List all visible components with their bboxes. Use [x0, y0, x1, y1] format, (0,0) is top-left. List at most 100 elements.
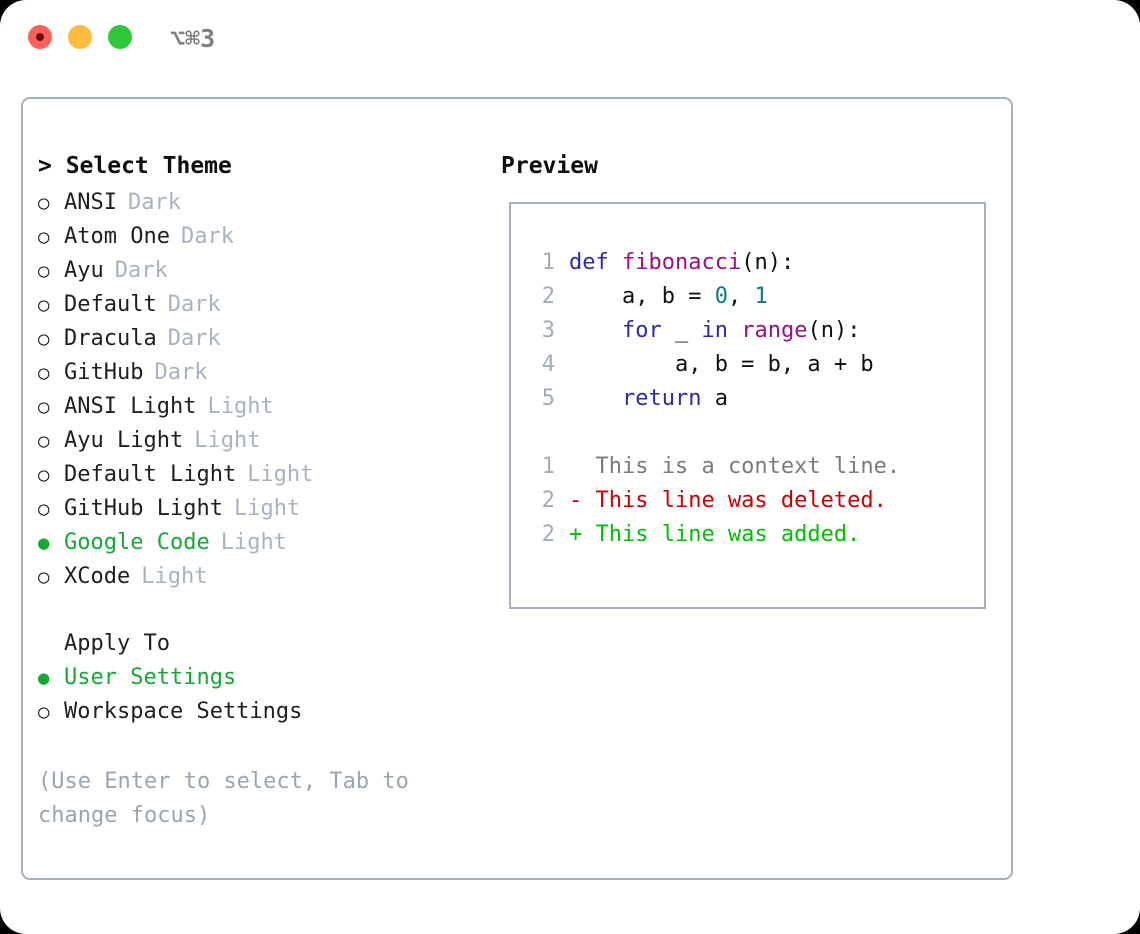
theme-variant-badge: Light [233, 496, 301, 521]
diff-line: 2+ This line was added. [523, 518, 900, 552]
main-panel [21, 97, 1013, 880]
apply-to-item[interactable]: ○Workspace Settings [38, 695, 488, 729]
radio-unselected-icon[interactable]: ○ [38, 226, 50, 248]
code-token-plain: a, b = [569, 284, 715, 309]
theme-list-item[interactable]: ○ Atom One Dark [38, 220, 488, 254]
theme-variant-badge: Dark [167, 292, 221, 317]
code-line-text: for _ in range(n): [569, 314, 860, 348]
line-number: 2 [541, 522, 555, 547]
theme-name-label: ANSI Light [64, 394, 197, 419]
radio-selected-icon[interactable]: ● [38, 532, 50, 554]
radio-unselected-icon[interactable]: ○ [38, 192, 50, 214]
line-number: 3 [541, 318, 555, 343]
minimize-window-button[interactable] [68, 25, 92, 49]
radio-unselected-icon[interactable]: ○ [38, 430, 50, 452]
radio-unselected-icon[interactable]: ○ [38, 566, 50, 588]
maximize-window-button[interactable] [108, 25, 132, 49]
code-line-text: return a [569, 382, 728, 416]
theme-list-item[interactable]: ○ Ayu Light Light [38, 424, 488, 458]
theme-list-item[interactable]: ○ ANSI Dark [38, 186, 488, 220]
code-token-num: 0 [714, 284, 728, 309]
theme-list-item[interactable]: ○ GitHub Dark [38, 356, 488, 390]
line-number: 1 [541, 454, 555, 479]
theme-name-label: Default [64, 292, 157, 317]
diff-line-text: This is a context line. [569, 454, 901, 479]
radio-unselected-icon[interactable]: ○ [38, 294, 50, 316]
code-line-text: def fibonacci(n): [569, 246, 794, 280]
code-token-plain: (n): [741, 250, 795, 275]
apply-to-header-row: Apply To [38, 627, 488, 661]
apply-to-list[interactable]: ● User Settings ○Workspace Settings [38, 661, 488, 729]
radio-unselected-icon[interactable]: ○ [38, 701, 50, 723]
code-token-num: 1 [754, 284, 768, 309]
line-number: 4 [541, 352, 555, 377]
line-number: 1 [541, 250, 555, 275]
code-token-plain: a [701, 386, 728, 411]
code-line: 3 for _ in range(n): [523, 314, 900, 348]
theme-name-label: Default Light [64, 462, 237, 487]
code-token-plain [728, 318, 741, 343]
diff-line-text: - This line was deleted. [569, 488, 887, 513]
theme-list-item[interactable]: ○ Default Dark [38, 288, 488, 322]
code-token-kw: in [701, 318, 728, 343]
theme-variant-badge: Dark [114, 258, 168, 283]
radio-selected-icon[interactable]: ● [38, 667, 50, 689]
theme-variant-badge: Light [141, 564, 208, 589]
code-line-text: a, b = 0, 1 [569, 280, 768, 314]
code-blank-line [523, 416, 900, 450]
theme-variant-badge: Dark [127, 190, 181, 215]
code-token-plain: (n): [807, 318, 861, 343]
code-line-text: a, b = b, a + b [569, 348, 874, 382]
keyboard-shortcut-label: ⌥⌘3 [170, 24, 216, 53]
code-line: 1 def fibonacci(n): [523, 246, 900, 280]
theme-variant-badge: Light [194, 428, 261, 453]
diff-line: 2- This line was deleted. [523, 484, 900, 518]
code-token-plain: _ [661, 318, 702, 343]
radio-unselected-icon[interactable]: ○ [38, 362, 50, 384]
code-token-plain [569, 386, 622, 411]
code-line: 4 a, b = b, a + b [523, 348, 900, 382]
theme-name-label: XCode [64, 564, 131, 589]
theme-variant-badge: Dark [167, 326, 221, 351]
code-line: 5 return a [523, 382, 900, 416]
radio-unselected-icon[interactable]: ○ [38, 328, 50, 350]
radio-unselected-icon[interactable]: ○ [38, 498, 50, 520]
theme-variant-badge: Dark [180, 224, 234, 249]
apply-to-item[interactable]: ● User Settings [38, 661, 488, 695]
theme-variant-badge: Dark [154, 360, 208, 385]
theme-name-label: GitHub Light [64, 496, 223, 521]
theme-name-label: Ayu Light [64, 428, 184, 453]
radio-unselected-icon[interactable]: ○ [38, 396, 50, 418]
code-token-plain: a, b = b, a + b [569, 352, 874, 377]
apply-to-label: User Settings [64, 665, 237, 690]
code-token-kw: for [621, 318, 662, 343]
theme-list-item[interactable]: ○ XCode Light [38, 560, 488, 594]
preview-column: Preview [501, 152, 1001, 181]
theme-list-item[interactable]: ○ GitHub Light Light [38, 492, 488, 526]
keyboard-hint-text: (Use Enter to select, Tab to change focu… [38, 769, 423, 828]
code-token-plain [569, 318, 622, 343]
radio-unselected-icon[interactable]: ○ [38, 260, 50, 282]
code-line: 2 a, b = 0, 1 [523, 280, 900, 314]
radio-unselected-icon[interactable]: ○ [38, 464, 50, 486]
code-token-plain [609, 250, 622, 275]
theme-name-label: Atom One [64, 224, 170, 249]
code-token-fn: range [741, 318, 808, 343]
theme-name-label: GitHub [64, 360, 144, 385]
theme-name-label: ANSI [64, 190, 117, 215]
select-theme-header: > Select Theme [38, 153, 232, 179]
apply-to-header-bullet [38, 627, 64, 661]
code-token-kw: return [621, 386, 702, 411]
theme-variant-badge: Light [220, 530, 287, 555]
close-icon [36, 33, 44, 41]
